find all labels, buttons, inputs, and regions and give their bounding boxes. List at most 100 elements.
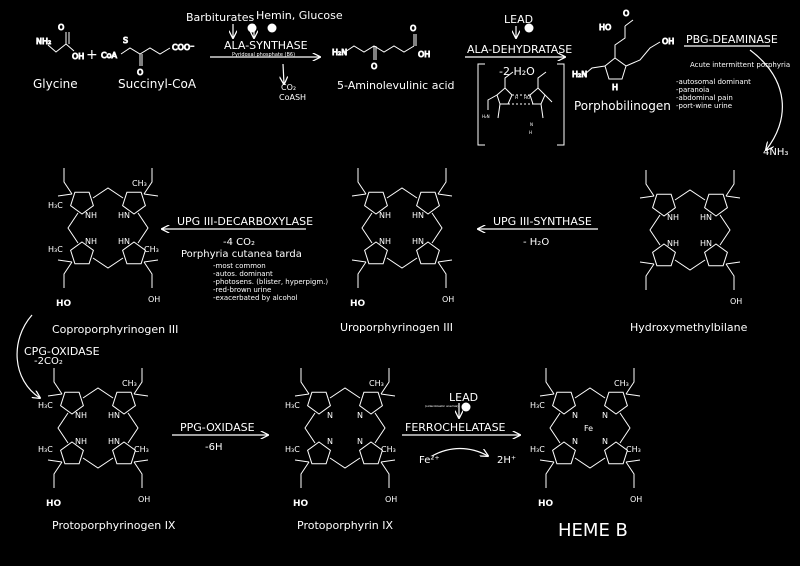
disease-pct-item: -exacerbated by alcohol bbox=[213, 294, 298, 302]
protoporphyrinogen-structure-ho: HO bbox=[46, 499, 62, 509]
heme-structure-ch3: CH₃ bbox=[614, 379, 629, 388]
ala-condensation-box: H₂N H HO N H bbox=[477, 63, 565, 146]
plus-sign: + bbox=[86, 47, 98, 63]
uroporphyrinogen-structure-nh: NH bbox=[379, 237, 391, 246]
inhibit-dot-barbiturates bbox=[247, 23, 257, 33]
inhibitor-lead-2: LEAD bbox=[449, 391, 479, 404]
enzyme-ppg-oxidase: PPG-OXIDASE bbox=[180, 421, 255, 434]
byproduct-nh3: 4NH₃ bbox=[763, 147, 789, 158]
label-heme-b: HEME B bbox=[558, 520, 628, 541]
heme-structure-fe: Fe bbox=[584, 424, 593, 433]
protoporphyrin-structure-n: N bbox=[327, 437, 333, 446]
uroporphyrinogen-structure-nh: NH bbox=[379, 211, 391, 220]
glycine-nh2: NH₂ bbox=[36, 37, 51, 46]
succinyl-coa-coo: COO⁻ bbox=[172, 43, 194, 52]
label-protoporphyrin: Protoporphyrin IX bbox=[297, 519, 394, 532]
inhibit-dot-lead-2 bbox=[461, 402, 471, 412]
protoporphyrinogen-structure-ch3: CH₃ bbox=[134, 445, 149, 454]
label-uroporphyrinogen: Uroporphyrinogen III bbox=[340, 321, 453, 334]
disease-pct-item: -red-brown urine bbox=[213, 286, 272, 294]
hydroxymethylbilane-structure-hn: HN bbox=[700, 239, 712, 248]
enzyme-ala-dehydratase: ALA-DEHYDRATASE bbox=[467, 43, 573, 56]
heme-structure-n: N bbox=[602, 411, 608, 420]
condensation-ho: HO bbox=[524, 95, 530, 100]
byproduct-minus-2h2o: -2 H₂O bbox=[499, 65, 535, 78]
heme-structure-n: N bbox=[572, 411, 578, 420]
disease-pct-title: Porphyria cutanea tarda bbox=[181, 249, 302, 260]
ala-o2: O bbox=[410, 24, 416, 33]
pbg-oh: OH bbox=[662, 37, 674, 46]
inhibit-dot-hemin bbox=[267, 23, 277, 33]
coproporphyrinogen-structure-ho: HO bbox=[56, 299, 72, 309]
heme-structure-n: N bbox=[602, 437, 608, 446]
pbg-o: O bbox=[623, 9, 629, 18]
byproduct-2h-plus: 2H⁺ bbox=[497, 455, 517, 466]
uroporphyrinogen-structure-hn: HN bbox=[412, 237, 424, 246]
pbg-h2n: H₂N bbox=[572, 70, 587, 79]
disease-aip-title: Acute intermittent porphyria bbox=[690, 61, 791, 69]
pbg-n: H bbox=[612, 83, 618, 92]
label-protoporphyrinogen: Protoporphyrinogen IX bbox=[52, 519, 176, 532]
label-ala: 5-Aminolevulinic acid bbox=[337, 79, 455, 92]
disease-pct-item: -most common bbox=[213, 262, 266, 270]
heme-structure-ho: HO bbox=[538, 499, 554, 509]
coproporphyrinogen-structure-h3c: H₃C bbox=[48, 245, 63, 254]
arrow-co2-release bbox=[283, 63, 284, 84]
disease-pct-item: -autos. dominant bbox=[213, 270, 273, 278]
label-succinyl-coa: Succinyl-CoA bbox=[118, 77, 197, 91]
hydroxymethylbilane-structure bbox=[639, 170, 741, 290]
byproduct-fe2: Fe²⁺ bbox=[419, 455, 440, 466]
byproduct-minus-h2o: - H₂O bbox=[523, 237, 550, 248]
protoporphyrin-structure-h3c: H₃C bbox=[285, 445, 300, 454]
byproduct-minus-4co2: -4 CO₂ bbox=[223, 237, 256, 248]
heme-structure-oh: OH bbox=[630, 495, 642, 504]
protoporphyrin-structure-ch3: CH₃ bbox=[369, 379, 384, 388]
label-porphobilinogen: Porphobilinogen bbox=[574, 99, 671, 113]
condensation-n: N bbox=[530, 122, 533, 127]
protoporphyrin-structure-ch3: CH₃ bbox=[381, 445, 396, 454]
coproporphyrinogen-structure-oh: OH bbox=[148, 295, 160, 304]
uroporphyrinogen-structure-oh: OH bbox=[442, 295, 454, 304]
protoporphyrinogen-structure-hn: HN bbox=[108, 437, 120, 446]
disease-aip-items: -autosomal dominant -paranoia -abdominal… bbox=[676, 78, 751, 110]
protoporphyrinogen-structure-nh: NH bbox=[75, 411, 87, 420]
byproduct-co2: CO₂ bbox=[281, 83, 297, 92]
protoporphyrinogen-structure-h3c: H₃C bbox=[38, 445, 53, 454]
arrow-fe-insert bbox=[431, 447, 488, 457]
protoporphyrin-structure-n: N bbox=[357, 437, 363, 446]
disease-pct-items: -most common -autos. dominant -photosens… bbox=[213, 262, 328, 302]
uroporphyrinogen-structure bbox=[351, 168, 453, 288]
heme-structure-h3c: H₃C bbox=[530, 445, 545, 454]
coproporphyrinogen-structure bbox=[57, 168, 159, 288]
succinyl-coa-structure: CoA S COO⁻ O bbox=[101, 36, 195, 78]
ala-o: O bbox=[371, 62, 377, 71]
ala-oh: OH bbox=[418, 50, 430, 59]
porphobilinogen-structure: HO O OH H₂N H bbox=[572, 9, 675, 93]
heme-structure-n: N bbox=[572, 437, 578, 446]
inhibitor-lead-2-note: (sideroblastic anemia) bbox=[425, 404, 459, 408]
label-coproporphyrinogen: Coproporphyrinogen III bbox=[52, 323, 179, 336]
glycine-oh: OH bbox=[72, 52, 84, 61]
byproduct-minus-6h: -6H bbox=[205, 442, 223, 453]
protoporphyrin-structure-oh: OH bbox=[385, 495, 397, 504]
enzyme-ala-synthase-cofactor: Pyridoxal phosphate (B6) bbox=[232, 52, 296, 58]
pbg-ho: HO bbox=[599, 23, 611, 32]
protoporphyrinogen-structure-h3c: H₃C bbox=[38, 401, 53, 410]
protoporphyrinogen-structure bbox=[47, 368, 149, 488]
disease-aip-item: -autosomal dominant bbox=[676, 78, 751, 86]
condensation-hn: H bbox=[515, 95, 518, 100]
enzyme-upg-decarboxylase: UPG III-DECARBOXYLASE bbox=[177, 215, 314, 228]
disease-aip-item: -abdominal pain bbox=[676, 94, 733, 102]
protoporphyrin-structure-n: N bbox=[357, 411, 363, 420]
disease-aip-item: -paranoia bbox=[676, 86, 710, 94]
succinyl-coa-s: S bbox=[123, 36, 128, 45]
coproporphyrinogen-structure-ch3: CH₃ bbox=[144, 245, 159, 254]
disease-aip-item: -port-wine urine bbox=[676, 102, 733, 110]
condensation-h2n: H₂N bbox=[482, 114, 490, 119]
inhibitor-barbiturates: Barbiturates bbox=[186, 11, 255, 24]
byproduct-minus-2co2: -2CO₂ bbox=[34, 356, 63, 367]
coproporphyrinogen-structure-nh: NH bbox=[85, 237, 97, 246]
protoporphyrin-structure-h3c: H₃C bbox=[285, 401, 300, 410]
